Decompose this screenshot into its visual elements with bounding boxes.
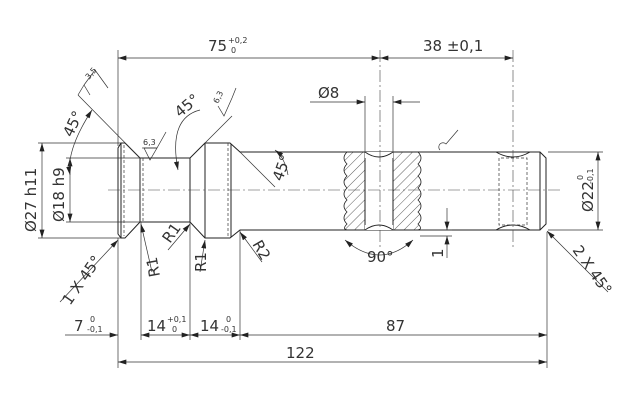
dim-14b: 14 — [200, 317, 219, 335]
dim-75: 75 — [208, 37, 227, 55]
cross-hole-section — [343, 151, 422, 231]
dim-75-lower: 0 — [231, 46, 236, 55]
surface-finish-collar: 6,3 — [212, 90, 226, 105]
radius-neck-bottom: R1 — [143, 256, 164, 279]
dim-shaft-dia: Ø22 — [579, 181, 597, 212]
surface-finish-symbols — [77, 69, 459, 161]
dim-hole-dia: Ø8 — [318, 84, 339, 102]
radius-neck-left: R1 — [159, 220, 185, 247]
center-lines — [108, 50, 560, 250]
dim-7: 7 — [74, 317, 84, 335]
chamfer-right: 2 X 45° — [569, 242, 616, 298]
dim-shaft-dia-lower: -0,1 — [586, 168, 595, 184]
dim-75-upper: +0,2 — [228, 36, 247, 45]
dim-depth: 1 — [429, 248, 447, 258]
angle-head: 45° — [59, 108, 87, 140]
radius-neck-right: R1 — [192, 252, 210, 272]
dim-14b-lower: -0,1 — [221, 325, 237, 334]
part-outline — [117, 142, 547, 239]
angle-collar: 45° — [269, 152, 295, 183]
dim-14a: 14 — [147, 317, 166, 335]
dimension-texts: 75 +0,2 0 38 ±0,1 Ø8 Ø27 h11 Ø18 h9 Ø22 … — [22, 36, 616, 362]
surface-finish-neck: 6,3 — [143, 138, 156, 147]
dim-neck-dia: Ø18 h9 — [50, 167, 68, 222]
dim-14a-upper: +0,1 — [167, 315, 186, 324]
dim-head-dia: Ø27 h11 — [22, 168, 40, 232]
surface-finish-shaft-icon — [438, 129, 459, 151]
angle-neck: 45° — [171, 90, 203, 121]
angle-countersink: 90° — [367, 248, 394, 266]
extension-lines — [38, 50, 603, 368]
dim-7-upper: 0 — [90, 315, 95, 324]
dim-122: 122 — [286, 344, 315, 362]
radius-collar: R2 — [249, 237, 275, 263]
dim-7-lower: -0,1 — [87, 325, 103, 334]
dim-87: 87 — [386, 317, 405, 335]
dim-shaft-dia-upper: 0 — [576, 175, 585, 180]
dim-38: 38 ±0,1 — [423, 37, 483, 55]
dim-14b-upper: 0 — [226, 315, 231, 324]
dimension-lines — [39, 55, 609, 365]
surface-finish-head: 3,5 — [84, 66, 99, 82]
dim-14a-lower: 0 — [172, 325, 177, 334]
chamfer-left: 1 X 45° — [59, 252, 106, 308]
